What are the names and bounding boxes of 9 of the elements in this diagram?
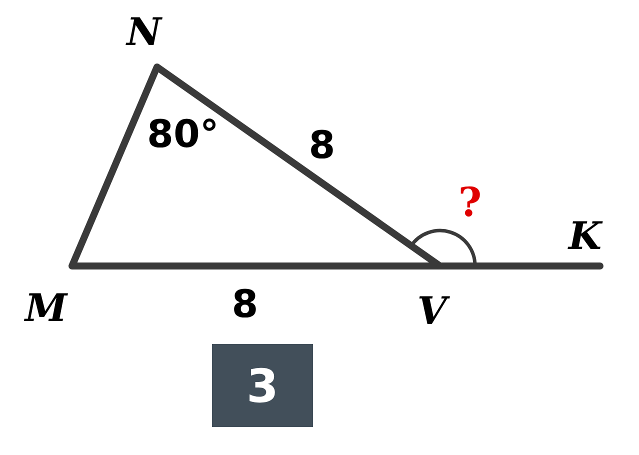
badge-number: 3	[246, 362, 278, 408]
point-label: K	[568, 217, 602, 255]
angle-label: 80°	[147, 115, 219, 153]
point-label: M	[24, 289, 68, 327]
unknown-angle-mark: ?	[458, 183, 482, 223]
number-badge	[212, 344, 313, 427]
length-label: 8	[232, 285, 258, 323]
point-label: N	[126, 13, 162, 51]
length-label: 8	[308, 126, 336, 164]
